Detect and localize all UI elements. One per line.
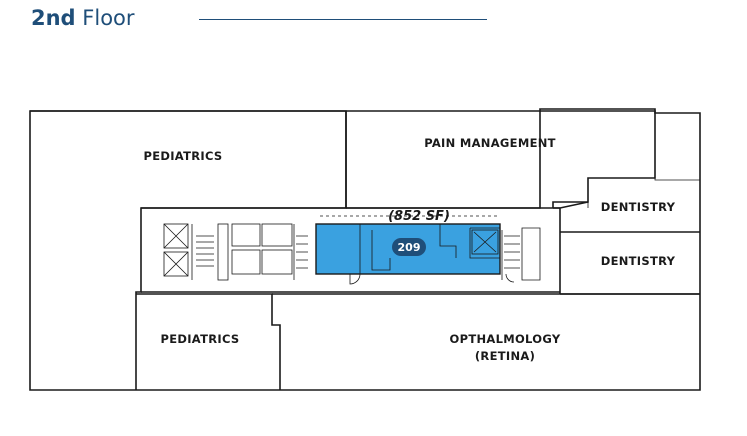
restroom-3 (231, 249, 261, 275)
floor-word: Floor (82, 6, 135, 30)
suite-badge[interactable] (392, 238, 426, 256)
suite-utility (471, 229, 499, 255)
label-pediatrics-bottom: PEDIATRICS (160, 332, 239, 346)
header-rule (199, 19, 487, 20)
corridor-outline (141, 207, 560, 293)
dentistry-side-wall (587, 113, 700, 208)
label-dentistry-bottom: DENTISTRY (601, 254, 676, 268)
restroom-4 (261, 249, 293, 275)
core-right (501, 227, 541, 283)
door-right (505, 273, 515, 283)
suite-area: (852 SF) (388, 209, 450, 224)
stairs-right (501, 230, 520, 280)
pain-management-step (540, 110, 656, 208)
label-pain-management: PAIN MANAGEMENT (424, 136, 556, 150)
room-pain-management (345, 111, 541, 209)
label-retina: (RETINA) (475, 349, 535, 363)
elevator-2 (163, 251, 189, 277)
restroom-1 (231, 223, 261, 247)
label-opthalmology: OPTHALMOLOGY (450, 332, 561, 346)
label-pediatrics-top: PEDIATRICS (143, 149, 222, 163)
shaft (217, 223, 229, 281)
suite-number: 209 (398, 241, 421, 254)
core-right-room (521, 227, 541, 281)
label-dentistry-top: DENTISTRY (601, 200, 676, 214)
suite-door (349, 273, 361, 285)
elevator-1 (163, 223, 189, 249)
stairs-mid (293, 224, 308, 280)
room-pediatrics-bottom (136, 293, 281, 390)
room-dentistry-top-wall (553, 201, 700, 294)
restroom-2 (261, 223, 293, 247)
core-left (163, 223, 308, 281)
stairs-left (191, 224, 214, 280)
suite-interior-walls (359, 224, 500, 274)
floor-number: 2nd (31, 6, 76, 30)
floor-title: 2nd Floor (31, 6, 135, 30)
